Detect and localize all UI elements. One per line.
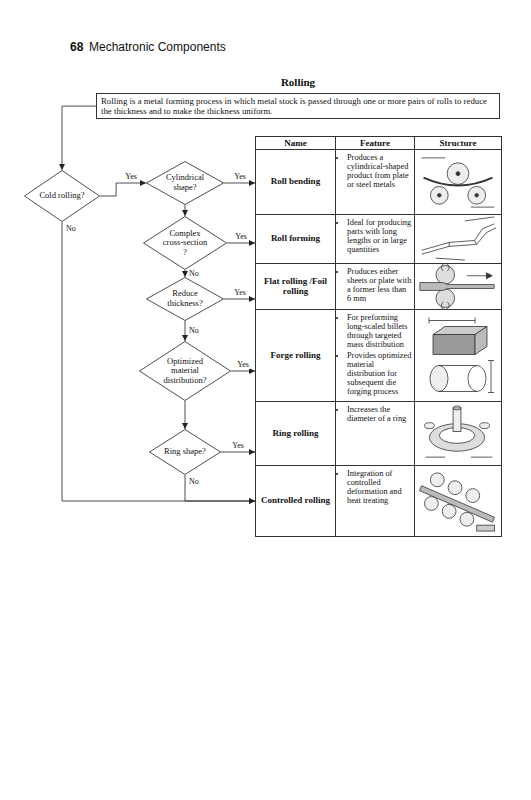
connector [100, 183, 146, 196]
decision-text: Optimized material distribution? [158, 357, 213, 386]
description-text: Rolling is a metal forming process in wh… [101, 96, 495, 116]
feature-cell: Integration of controlled deformation an… [335, 465, 415, 537]
structure-cell [414, 401, 502, 466]
ring-rolling-illustration [415, 402, 501, 465]
table-header-text: Structure [440, 138, 477, 148]
decision-diamond: Cold rolling? [24, 170, 100, 222]
flat-rolling-illustration [415, 264, 501, 309]
running-head: Mechatronic Components [89, 40, 226, 54]
edge-label: Yes [124, 173, 138, 181]
feature-list: Integration of controlled deformation an… [336, 469, 412, 506]
feature-cell: Ideal for producing parts with long leng… [335, 214, 415, 264]
decision-diamond: Optimized material distribution? [139, 341, 231, 401]
feature-text: Produces a cylindrical-shaped product fr… [347, 153, 412, 190]
process-name: Roll bending [271, 177, 320, 187]
decision-diamond: Complex cross-section ? [143, 216, 227, 270]
connector [62, 106, 96, 170]
table-header-cell: Structure [414, 136, 502, 150]
decision-diamond: Reduce thickness? [146, 277, 224, 321]
process-name: Forge rolling [270, 351, 320, 361]
connector [185, 270, 186, 277]
roll-bending-illustration [415, 150, 501, 214]
connector [224, 299, 255, 300]
edge-label: No [188, 478, 200, 486]
connector [185, 205, 186, 216]
edge-label: Yes [233, 173, 247, 181]
diamond-shape [147, 278, 224, 321]
edge-label: No [188, 270, 200, 278]
connector [62, 222, 255, 501]
diamond-shape [144, 217, 227, 270]
feature-text: Provides optimized material distribution… [347, 351, 412, 397]
roll-forming-illustration [415, 215, 501, 263]
table-header-cell: Name [255, 136, 336, 150]
table-header-cell: Feature [335, 136, 415, 150]
connector [185, 401, 186, 429]
decision-text: Reduce thickness? [162, 289, 209, 308]
diagram-title: Rolling [96, 76, 500, 89]
structure-cell [414, 214, 502, 264]
structure-cell [414, 149, 502, 215]
description-box: Rolling is a metal forming process in wh… [96, 93, 500, 119]
feature-text: For preforming long-scaled billets throu… [347, 313, 412, 350]
edge-label: No [65, 225, 77, 233]
decision-text: Cylindrical shape? [162, 173, 209, 192]
feature-cell: Produces either sheets or plate with a f… [335, 263, 415, 310]
feature-cell: For preforming long-scaled billets throu… [335, 309, 415, 402]
process-name: Controlled rolling [261, 496, 330, 506]
process-name: Roll forming [271, 234, 320, 244]
process-name-cell: Forge rolling [255, 309, 336, 402]
process-name-cell: Ring rolling [255, 401, 336, 466]
feature-text: Increases the diameter of a ring [347, 405, 412, 423]
process-name-cell: Roll forming [255, 214, 336, 264]
forge-rolling-illustration [415, 310, 501, 401]
feature-list: Produces either sheets or plate with a f… [336, 267, 412, 304]
decision-text: Complex cross-section ? [160, 229, 210, 258]
edge-label: Yes [233, 289, 247, 297]
feature-list: For preforming long-scaled billets throu… [336, 313, 412, 396]
connector [227, 243, 255, 244]
decision-diamond: Cylindrical shape? [146, 161, 224, 205]
feature-text: Ideal for producing parts with long leng… [347, 218, 412, 255]
table-header-text: Name [284, 138, 307, 148]
process-name: Ring rolling [272, 429, 318, 439]
diamond-shape [140, 342, 231, 401]
feature-list: Produces a cylindrical-shaped product fr… [336, 153, 412, 190]
process-name-cell: Controlled rolling [255, 465, 336, 537]
decision-diamond: Ring shape? [149, 429, 221, 475]
process-name: Flat rolling /Foil rolling [258, 277, 333, 297]
feature-cell: Produces a cylindrical-shaped product fr… [335, 149, 415, 215]
edge-label: Yes [236, 361, 250, 369]
edge-label: No [188, 327, 200, 335]
structure-cell [414, 263, 502, 310]
connector [231, 371, 255, 372]
diamond-shape [150, 430, 221, 475]
diamond-shape [25, 171, 100, 222]
edge-label: Yes [234, 233, 248, 241]
feature-cell: Increases the diameter of a ring [335, 401, 415, 466]
controlled-rolling-illustration [415, 466, 501, 536]
feature-text: Produces either sheets or plate with a f… [347, 267, 412, 304]
feature-text: Integration of controlled deformation an… [347, 469, 412, 506]
feature-list: Ideal for producing parts with long leng… [336, 218, 412, 255]
process-name-cell: Roll bending [255, 149, 336, 215]
table-header-text: Feature [360, 138, 390, 148]
connector [221, 452, 255, 453]
structure-cell [414, 309, 502, 402]
feature-list: Increases the diameter of a ring [336, 405, 412, 423]
connector [224, 183, 255, 184]
connector [185, 321, 186, 341]
decision-text: Cold rolling? [39, 191, 85, 201]
structure-cell [414, 465, 502, 537]
diamond-shape [147, 162, 224, 205]
edge-label: Yes [231, 442, 245, 450]
connector [185, 475, 255, 501]
page-number: 68 [70, 40, 83, 54]
decision-text: Ring shape? [164, 447, 207, 457]
process-name-cell: Flat rolling /Foil rolling [255, 263, 336, 310]
